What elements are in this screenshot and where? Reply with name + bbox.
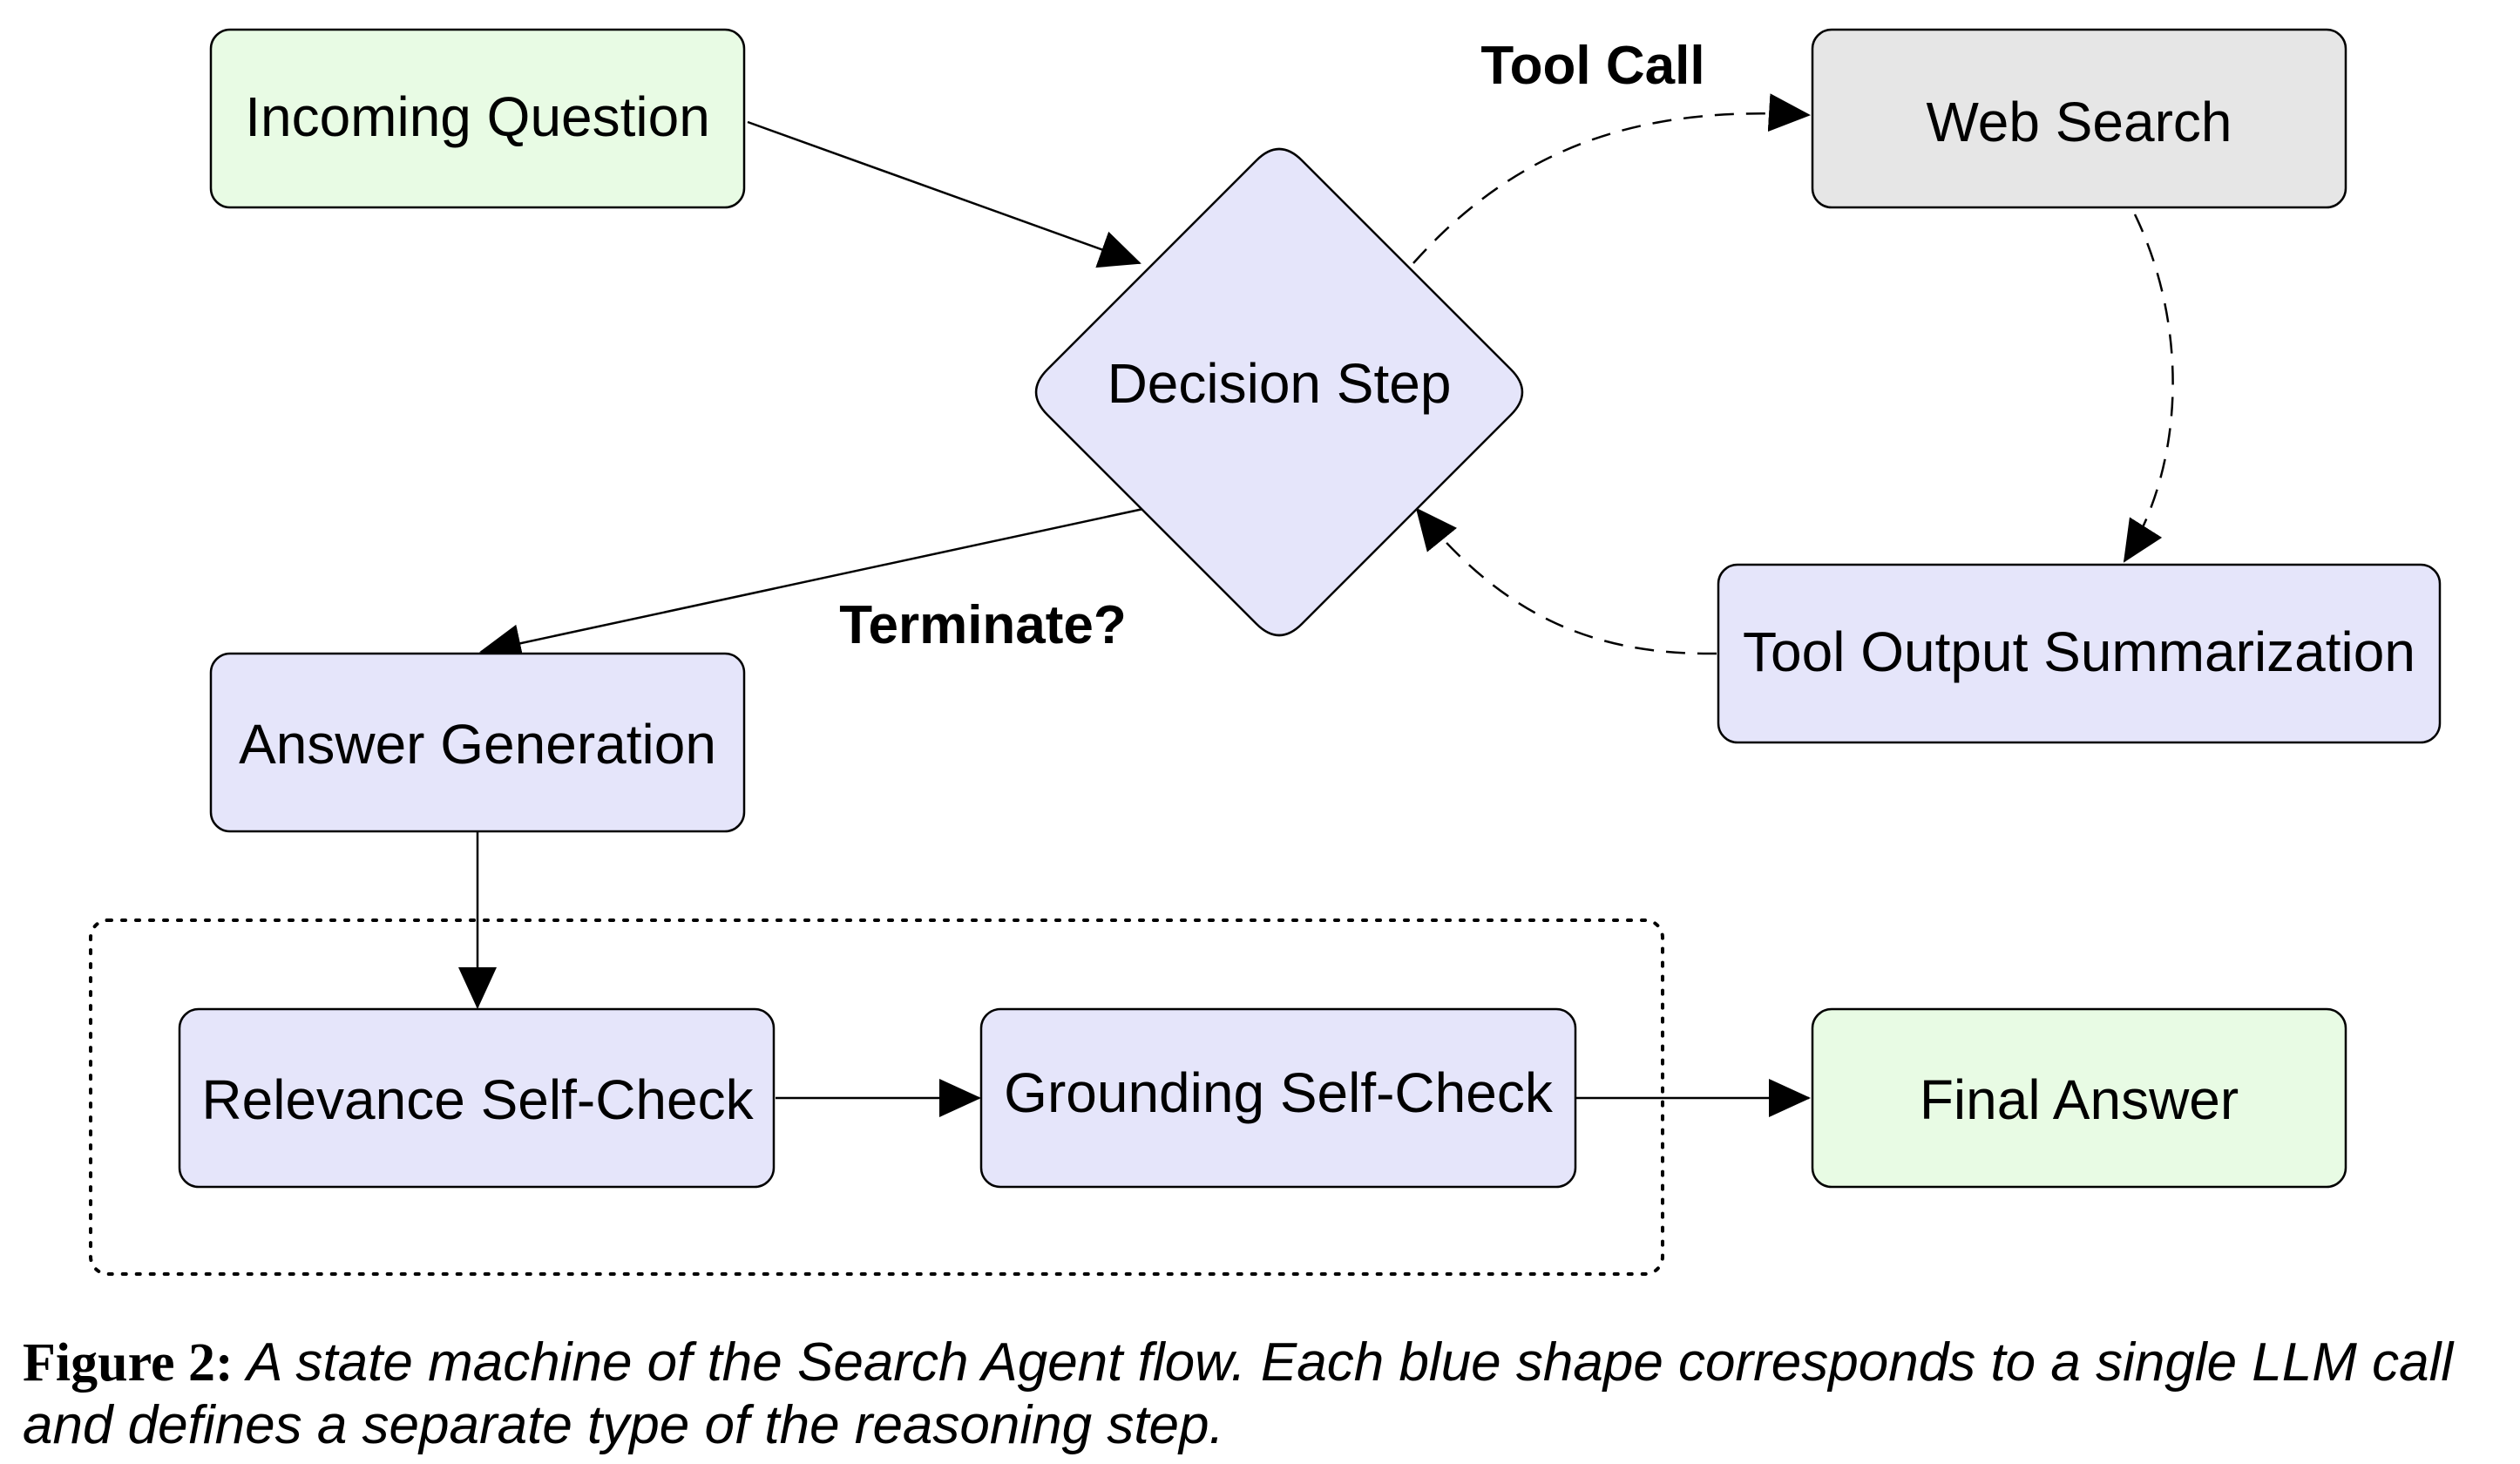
svg-text:Incoming Question: Incoming Question (245, 85, 710, 148)
node-tool-output-summarization: Tool Output Summarization (1717, 563, 2442, 744)
edge-summarization-to-decision (1415, 507, 1717, 655)
edge-terminate (479, 507, 1144, 662)
svg-text:Tool Output Summarization: Tool Output Summarization (1743, 620, 2415, 683)
self-check-group-outline (89, 918, 1664, 1276)
svg-text:Decision Step: Decision Step (1108, 352, 1452, 415)
figure-caption-label: Figure 2: (23, 1333, 234, 1393)
edge-question-to-decision (747, 120, 1141, 268)
edge-label-terminate: Terminate? (839, 595, 1127, 655)
figure-caption-text: A state machine of the Search Agent flow… (23, 1332, 2454, 1455)
node-final-answer: Final Answer (1811, 1007, 2347, 1189)
edge-tool-call (1412, 93, 1811, 264)
svg-text:Final Answer: Final Answer (1920, 1068, 2239, 1131)
svg-text:Relevance Self-Check: Relevance Self-Check (201, 1068, 754, 1131)
node-relevance-self-check: Relevance Self-Check (178, 1007, 776, 1189)
svg-text:Grounding Self-Check: Grounding Self-Check (1004, 1061, 1554, 1124)
edge-label-tool-call: Tool Call (1480, 36, 1704, 96)
node-answer-generation: Answer Generation (209, 652, 746, 833)
node-decision-step: Decision Step (1034, 147, 1524, 637)
figure-caption: Figure 2: A state machine of the Search … (23, 1332, 2506, 1457)
svg-text:Answer Generation: Answer Generation (239, 713, 716, 776)
node-web-search: Web Search (1811, 28, 2347, 209)
edge-search-to-summarization (2123, 214, 2174, 563)
node-grounding-self-check: Grounding Self-Check (979, 1007, 1577, 1189)
node-incoming-question: Incoming Question (209, 28, 746, 209)
svg-text:Web Search: Web Search (1927, 91, 2232, 153)
